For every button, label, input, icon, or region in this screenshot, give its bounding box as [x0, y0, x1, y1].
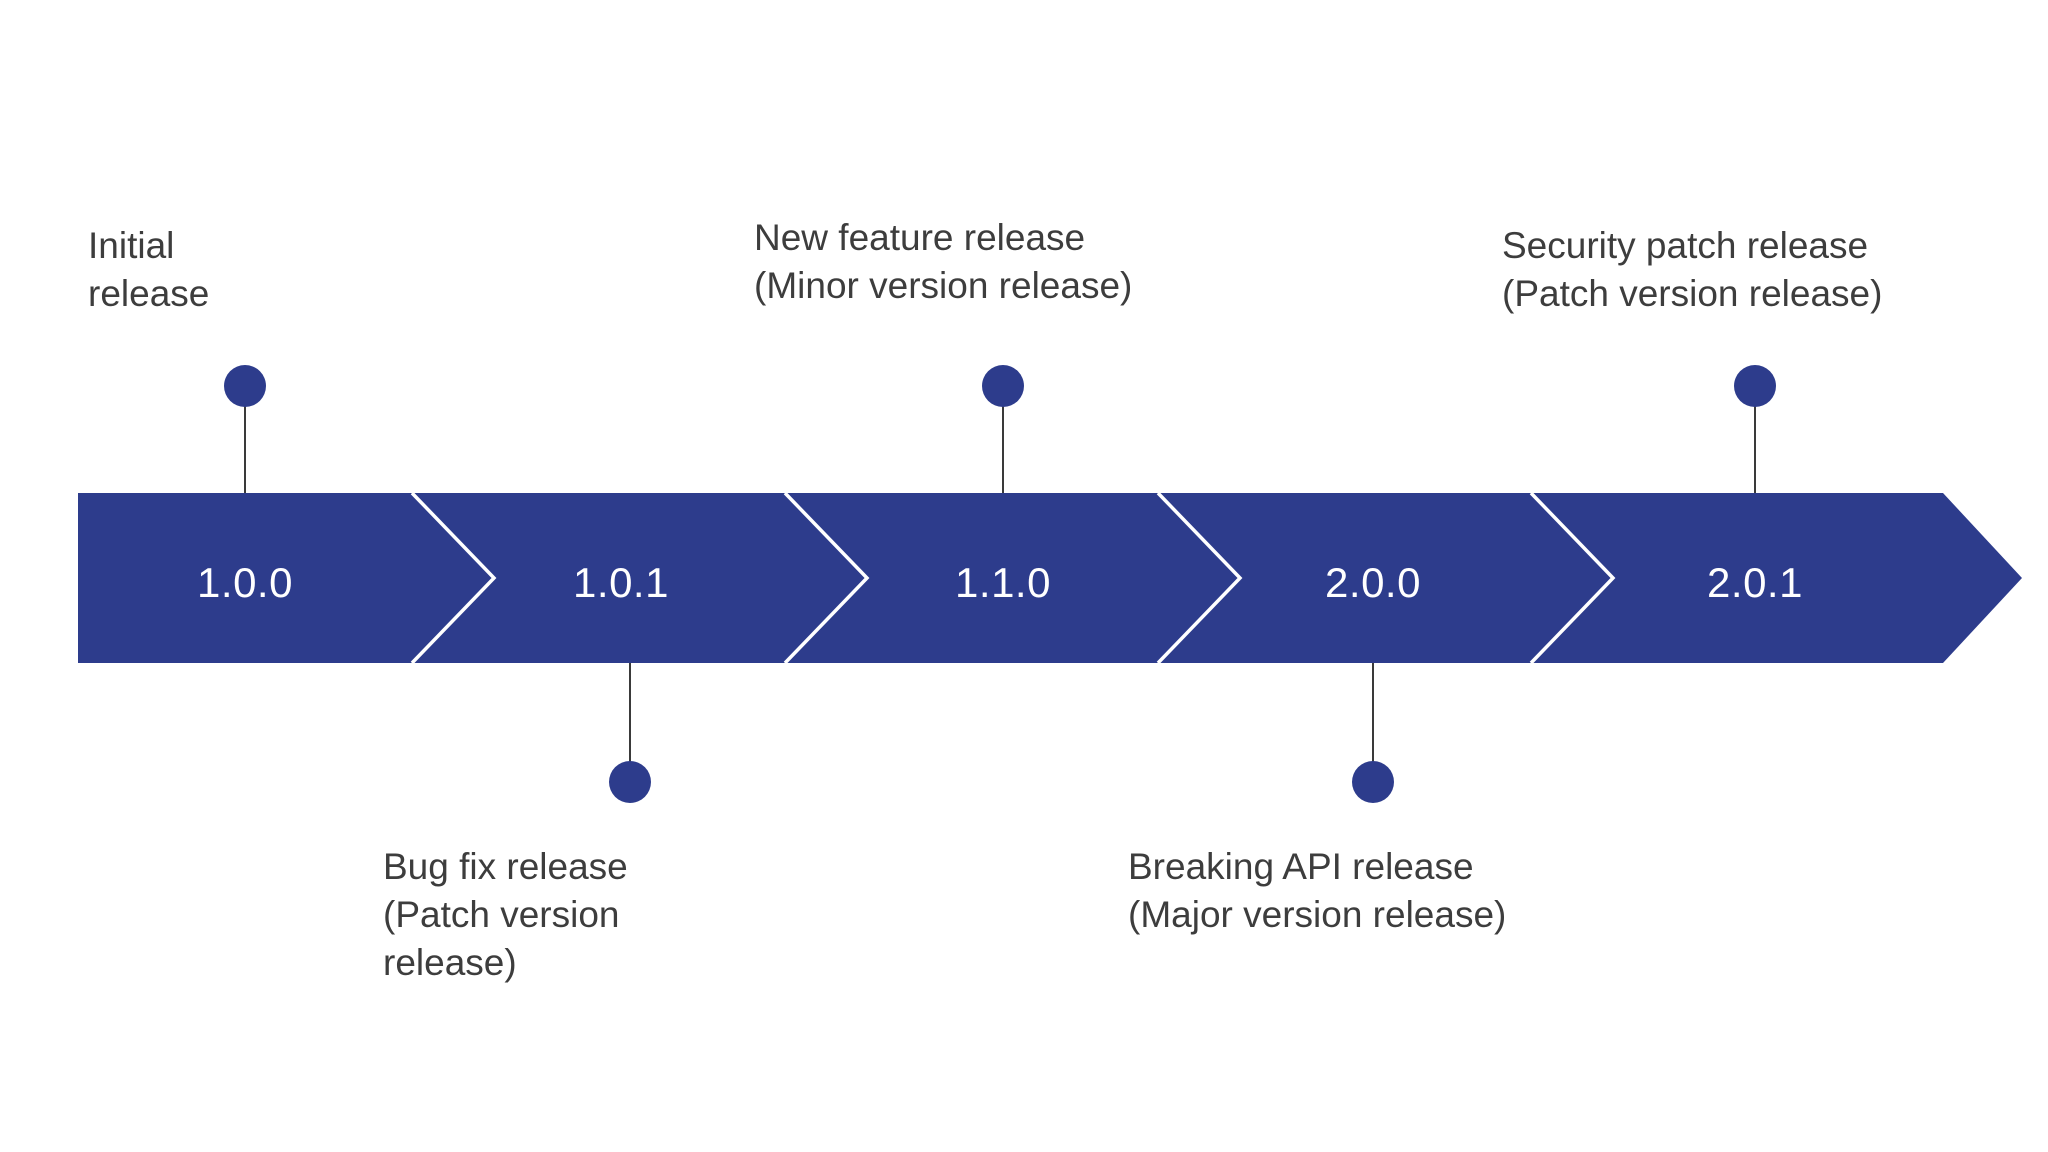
milestone-dot-new-feature-release[interactable]: [982, 365, 1024, 407]
segment-version-label-2-0-1: 2.0.1: [1707, 559, 1803, 606]
segment-version-label-1-1-0: 1.1.0: [955, 559, 1051, 606]
segment-version-label-2-0-0: 2.0.0: [1325, 559, 1421, 606]
milestone-dot-security-patch-release[interactable]: [1734, 365, 1776, 407]
milestone-dot-initial-release[interactable]: [224, 365, 266, 407]
milestone-stem-security-patch-release: [1754, 404, 1756, 493]
milestone-stem-initial-release: [244, 404, 246, 493]
segment-divider-1: [410, 491, 497, 665]
milestone-label-initial-release: Initial release: [88, 225, 210, 315]
milestone-stem-breaking-api-release: [1372, 663, 1374, 771]
milestone-dot-bug-fix-release[interactable]: [609, 761, 651, 803]
segment-divider-3: [1156, 491, 1243, 665]
milestone-label-new-feature-release: New feature release (Minor version relea…: [754, 217, 1133, 307]
segment-version-label-1-0-0: 1.0.0: [197, 559, 293, 606]
milestone-stem-new-feature-release: [1002, 404, 1004, 493]
milestone-dot-breaking-api-release[interactable]: [1352, 761, 1394, 803]
milestone-label-breaking-api-release: Breaking API release (Major version rele…: [1128, 846, 1507, 936]
segment-version-label-1-0-1: 1.0.1: [573, 559, 669, 606]
milestone-stem-bug-fix-release: [629, 663, 631, 771]
segment-divider-2: [783, 491, 870, 665]
milestone-label-security-patch-release: Security patch release (Patch version re…: [1502, 225, 1883, 315]
milestone-label-bug-fix-release: Bug fix release (Patch version release): [383, 846, 628, 984]
segment-divider-4: [1529, 491, 1616, 665]
